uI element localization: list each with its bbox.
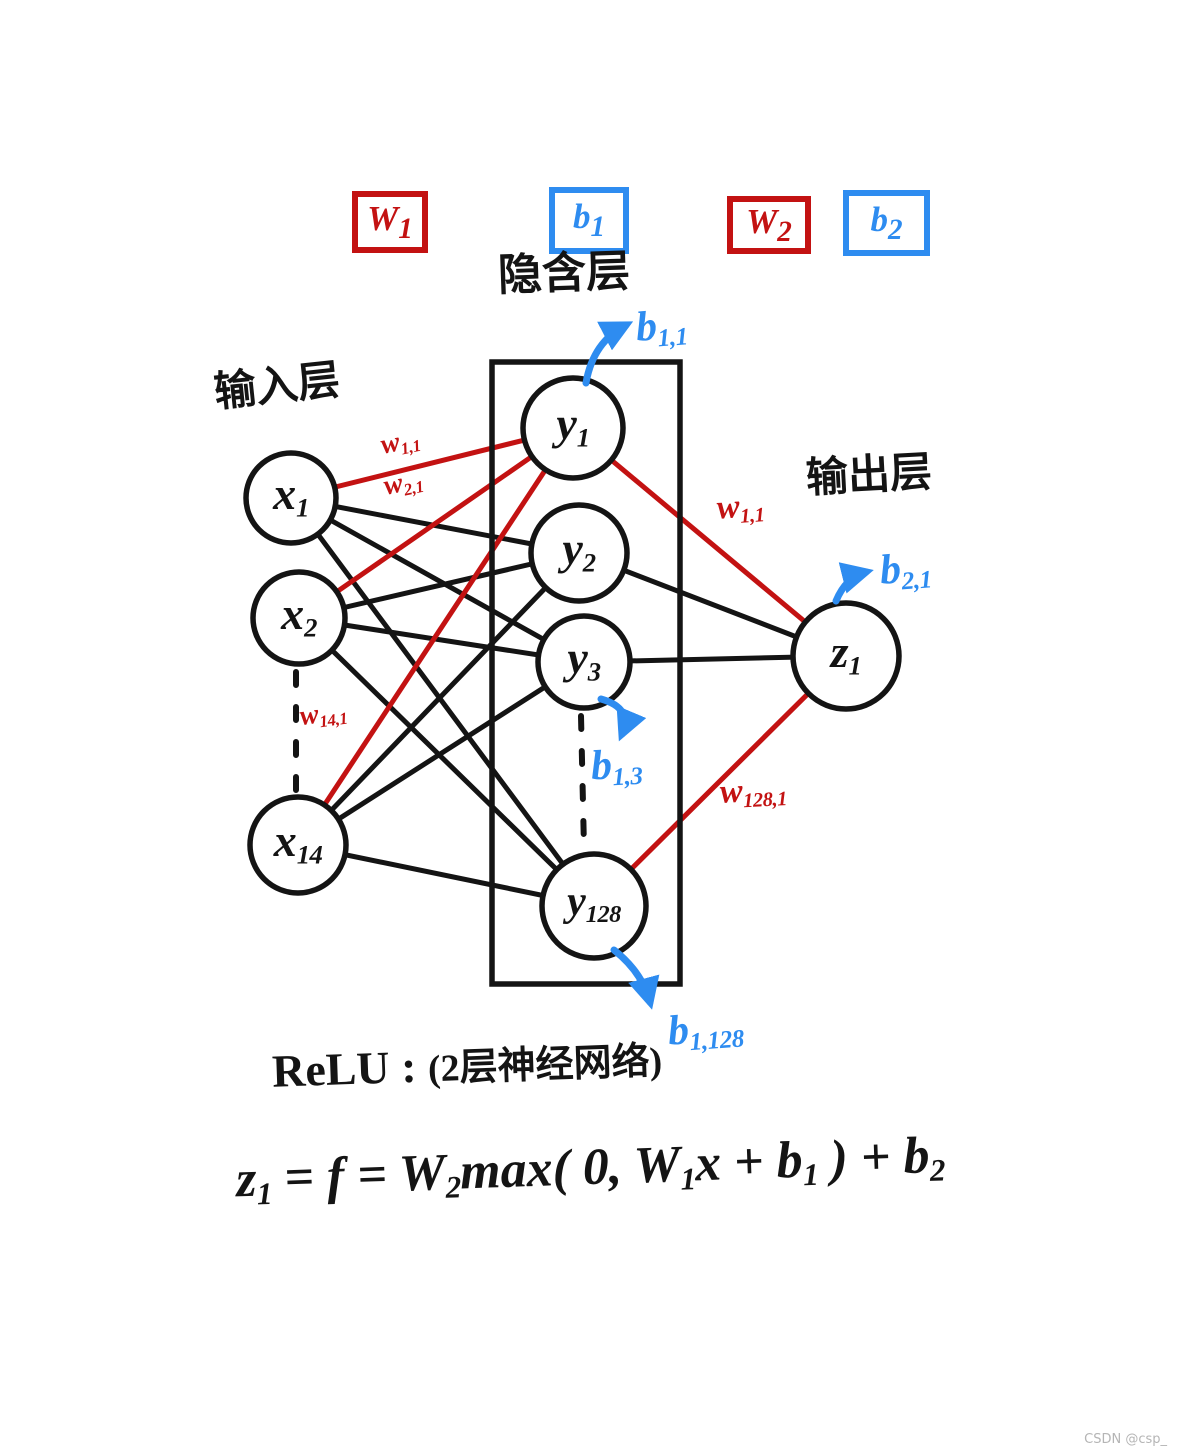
node-x14	[247, 794, 349, 896]
legend-b2-label: b2	[870, 199, 903, 246]
node-y128-label: y128	[567, 879, 621, 928]
node-x14-label: x14	[273, 814, 323, 870]
csdn-watermark: CSDN @csp_	[1084, 1432, 1167, 1447]
edge-x1-y128	[288, 495, 597, 909]
node-x1-label: x1	[273, 467, 309, 523]
bias-b21-label: b2,1	[878, 546, 933, 596]
node-x2	[250, 569, 348, 667]
node-x2-label: x2	[281, 587, 317, 643]
node-y2-label: y2	[562, 522, 596, 578]
legend-w2-box: W2	[727, 196, 811, 254]
legend-b1-label: b1	[572, 197, 606, 243]
bias-arrow-b1-3	[597, 695, 647, 742]
hidden-ellipsis-dashes	[578, 713, 587, 851]
legend-w1-box: W1	[352, 191, 428, 253]
weight-w11-output-label: w1,1	[715, 488, 766, 528]
node-y3-label: y3	[567, 631, 601, 687]
node-y1-label: y1	[556, 397, 590, 453]
edge-x2-y128	[296, 615, 597, 909]
relu-label: ReLU :	[271, 1040, 418, 1097]
bias-b1128-label: b1,128	[666, 1007, 745, 1057]
node-y2	[528, 502, 630, 604]
relu-description: (2层神经网络)	[427, 1040, 663, 1091]
node-z1-label: z1	[830, 625, 862, 681]
legend-w1-label: W1	[367, 198, 413, 245]
hidden-layer-box	[489, 359, 683, 987]
bias-arrow-b1-128	[610, 946, 660, 1010]
output-layer-title: 输出层	[804, 449, 934, 503]
bias-b13-label: b1,3	[589, 742, 644, 792]
edge-x2-y1-red	[296, 425, 576, 621]
edge-x14-y1-red	[295, 425, 576, 848]
weight-w141-input-label: w14,1	[297, 698, 349, 733]
bias-arrow-b2-1	[832, 562, 874, 605]
hidden-layer-title: 隐含层	[497, 246, 631, 301]
bias-b11-label: b1,1	[634, 303, 689, 353]
weight-w1281-output-label: w128,1	[718, 772, 788, 813]
legend-b2-box: b2	[843, 190, 930, 256]
edge-x14-y2	[295, 550, 582, 848]
node-z1	[790, 600, 902, 712]
node-y3	[535, 613, 633, 711]
node-y1	[520, 375, 626, 481]
legend-b1-box: b1	[549, 187, 629, 254]
node-x1	[243, 450, 339, 546]
edge-x1-y3	[288, 495, 587, 665]
edge-y128-z1-red	[591, 653, 849, 909]
node-y128	[539, 851, 649, 961]
edge-x14-y3	[295, 659, 587, 848]
bias-arrow-b1-1	[582, 321, 634, 387]
legend-w2-label: W2	[746, 201, 792, 248]
edge-y1-z1-red	[570, 425, 849, 659]
